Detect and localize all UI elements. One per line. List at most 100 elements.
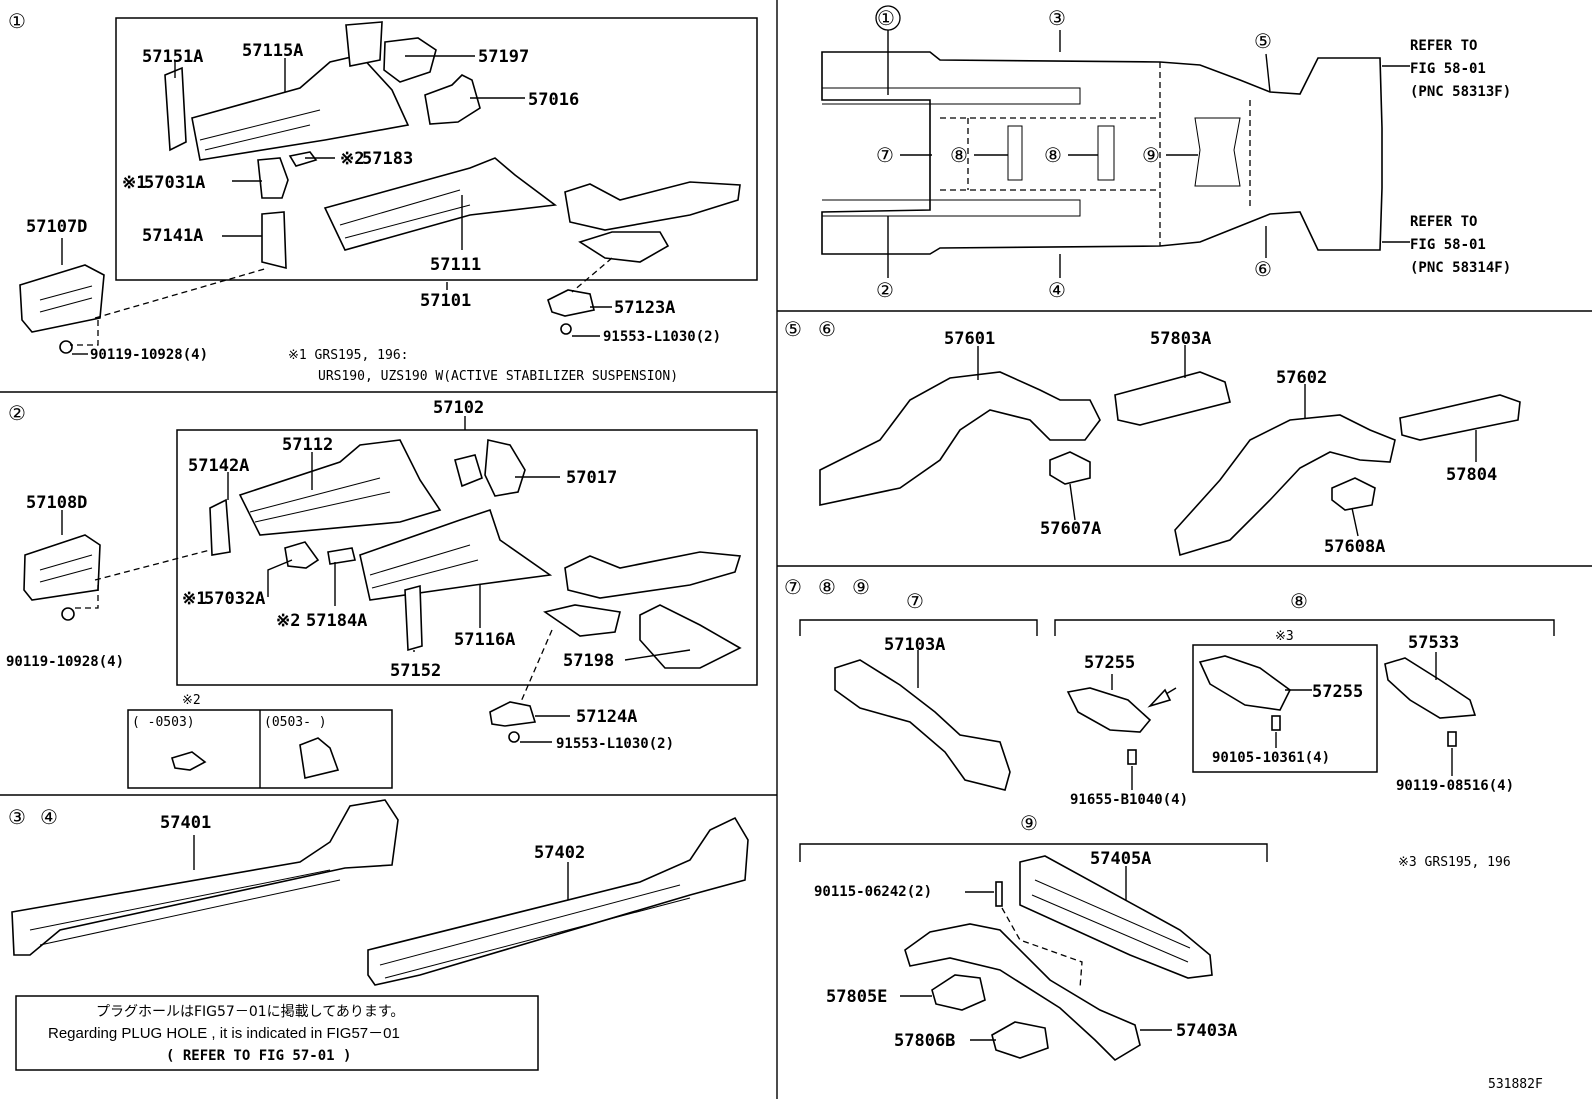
refer-top-3: (PNC 58313F) <box>1410 84 1511 100</box>
plug-hole-note-box <box>15 995 539 1071</box>
inset-part-old-drawing <box>171 751 207 771</box>
circled-6-label: ⑥ <box>818 317 836 341</box>
part-57031A-drawing <box>257 157 289 199</box>
bracket-8-label: ⑧ <box>1290 589 1308 613</box>
part-57123-plate-drawing <box>578 231 670 263</box>
label-57806B: 57806B <box>894 1031 955 1051</box>
part-57103A-drawing <box>834 659 1011 791</box>
part-57107D-detail <box>39 285 93 313</box>
part-57123A-drawing <box>547 289 595 317</box>
leader <box>1069 483 1076 521</box>
label-91655-B1040: 91655-B1040(4) <box>1070 792 1188 808</box>
part-57151A-drawing <box>164 66 187 152</box>
cross-members <box>1007 125 1115 181</box>
section-5-6: ⑤ ⑥ 57601 57803A 57602 57804 57607A 5760… <box>784 317 1521 557</box>
part-57017b-drawing <box>484 439 526 497</box>
part-57111-detail <box>339 189 471 239</box>
part-57107D-drawing <box>19 264 105 333</box>
ov-5-label: ⑤ <box>1254 29 1272 53</box>
part-57805E-drawing <box>931 974 986 1011</box>
overview-key-diagram: ① ③ ⑤ ⑦ ⑧ ⑧ ⑨ ② ④ ⑥ REFER TO FIG 58-01 (… <box>821 5 1511 302</box>
mark-3-label: ※3 <box>1275 629 1294 644</box>
label-57255-left: 57255 <box>1084 653 1135 673</box>
part-57184A-drawing <box>327 547 356 565</box>
label-90119-sec2: 90119-10928(4) <box>6 654 124 670</box>
bracket-9 <box>799 843 1268 862</box>
mark-2-sec2: ※2 <box>276 611 300 631</box>
circled-1-label: ① <box>8 9 26 33</box>
part-57607A-drawing <box>1049 451 1091 485</box>
dash-connector <box>94 549 211 581</box>
part-57115A-drawing <box>191 54 410 161</box>
refer-bottom-2: FIG 58-01 <box>1410 237 1486 253</box>
refer-bottom-1: REFER TO <box>1410 214 1477 230</box>
part-57405A-drawing <box>1019 855 1213 979</box>
label-57116A: 57116A <box>454 630 515 650</box>
ov-2-label: ② <box>876 278 894 302</box>
label-57607A: 57607A <box>1040 519 1101 539</box>
part-57806B-drawing <box>991 1021 1049 1059</box>
label-57123A: 57123A <box>614 298 675 318</box>
refer-top-1: REFER TO <box>1410 38 1477 54</box>
mark-2-sec1: ※2 <box>340 149 364 169</box>
leader <box>624 649 691 661</box>
label-90119-sec1: 90119-10928(4) <box>90 347 208 363</box>
refer-bottom-3: (PNC 58314F) <box>1410 260 1511 276</box>
label-90119-08516: 90119-08516(4) <box>1396 778 1514 794</box>
note-mark1-line2: URS190, UZS190 W(ACTIVE STABILIZER SUSPE… <box>318 369 678 384</box>
note-mark1-line1: ※1 GRS195, 196: <box>288 348 408 363</box>
label-57141A: 57141A <box>142 226 203 246</box>
bolt-91553-drawing <box>560 323 572 335</box>
label-57151A: 57151A <box>142 47 203 67</box>
label-57111: 57111 <box>430 255 481 275</box>
mark-1-sec2: ※1 <box>182 589 206 609</box>
rear-crossmember <box>1194 117 1241 187</box>
label-57184A: 57184A <box>306 611 367 631</box>
floor-outline <box>821 51 1383 255</box>
label-90105-10361: 90105-10361(4) <box>1212 750 1330 766</box>
part-57116A-drawing <box>359 508 553 601</box>
label-57115A: 57115A <box>242 41 303 61</box>
label-90115-06242: 90115-06242(2) <box>814 884 932 900</box>
figure-id: 531882F <box>1488 1077 1543 1092</box>
bolt-90119-drawing <box>59 340 73 354</box>
ov-8b-label: ⑧ <box>1044 143 1062 167</box>
sec2-group-box <box>176 429 758 686</box>
part-57124-plate-drawing <box>543 604 621 637</box>
part-57803A-drawing <box>1114 371 1231 426</box>
part-57108D-drawing <box>23 534 101 601</box>
ov-6-label: ⑥ <box>1254 257 1272 281</box>
label-57608A: 57608A <box>1324 537 1385 557</box>
circled-9-label: ⑨ <box>852 575 870 599</box>
sec1-group-box <box>115 17 758 281</box>
part-57602-drawing <box>1174 414 1396 557</box>
part-57402-detail <box>379 884 691 979</box>
part-57601-drawing <box>819 371 1101 506</box>
part-57804-drawing <box>1399 394 1521 441</box>
label-57804: 57804 <box>1446 465 1497 485</box>
circled-3-label: ③ <box>8 805 26 829</box>
part-57401-detail <box>29 869 341 946</box>
sidemember-2 <box>822 199 1081 217</box>
label-57405A: 57405A <box>1090 849 1151 869</box>
part-57108D-detail <box>39 554 93 583</box>
part-57197a-drawing <box>345 21 383 67</box>
circled-8-label: ⑧ <box>818 575 836 599</box>
inset-part-new-drawing <box>299 737 340 779</box>
bolt-90119-sec2-drawing <box>61 607 75 621</box>
label-57112: 57112 <box>282 435 333 455</box>
part-57608A-drawing <box>1331 477 1376 511</box>
part-57116-like-drawing <box>564 181 741 231</box>
part-57533-drawing <box>1384 657 1477 719</box>
bolt-91655-drawing <box>1127 749 1137 765</box>
part-57197b-drawing <box>383 37 437 83</box>
label-57032A: 57032A <box>204 589 265 609</box>
bracket-7 <box>799 619 1038 636</box>
label-57198: 57198 <box>563 651 614 671</box>
leader <box>1351 507 1359 537</box>
label-57101: 57101 <box>420 291 471 311</box>
part-57152-drawing <box>404 584 423 652</box>
part-57403A-drawing <box>904 923 1141 1062</box>
leader <box>267 559 293 597</box>
dash-connector <box>94 267 269 319</box>
